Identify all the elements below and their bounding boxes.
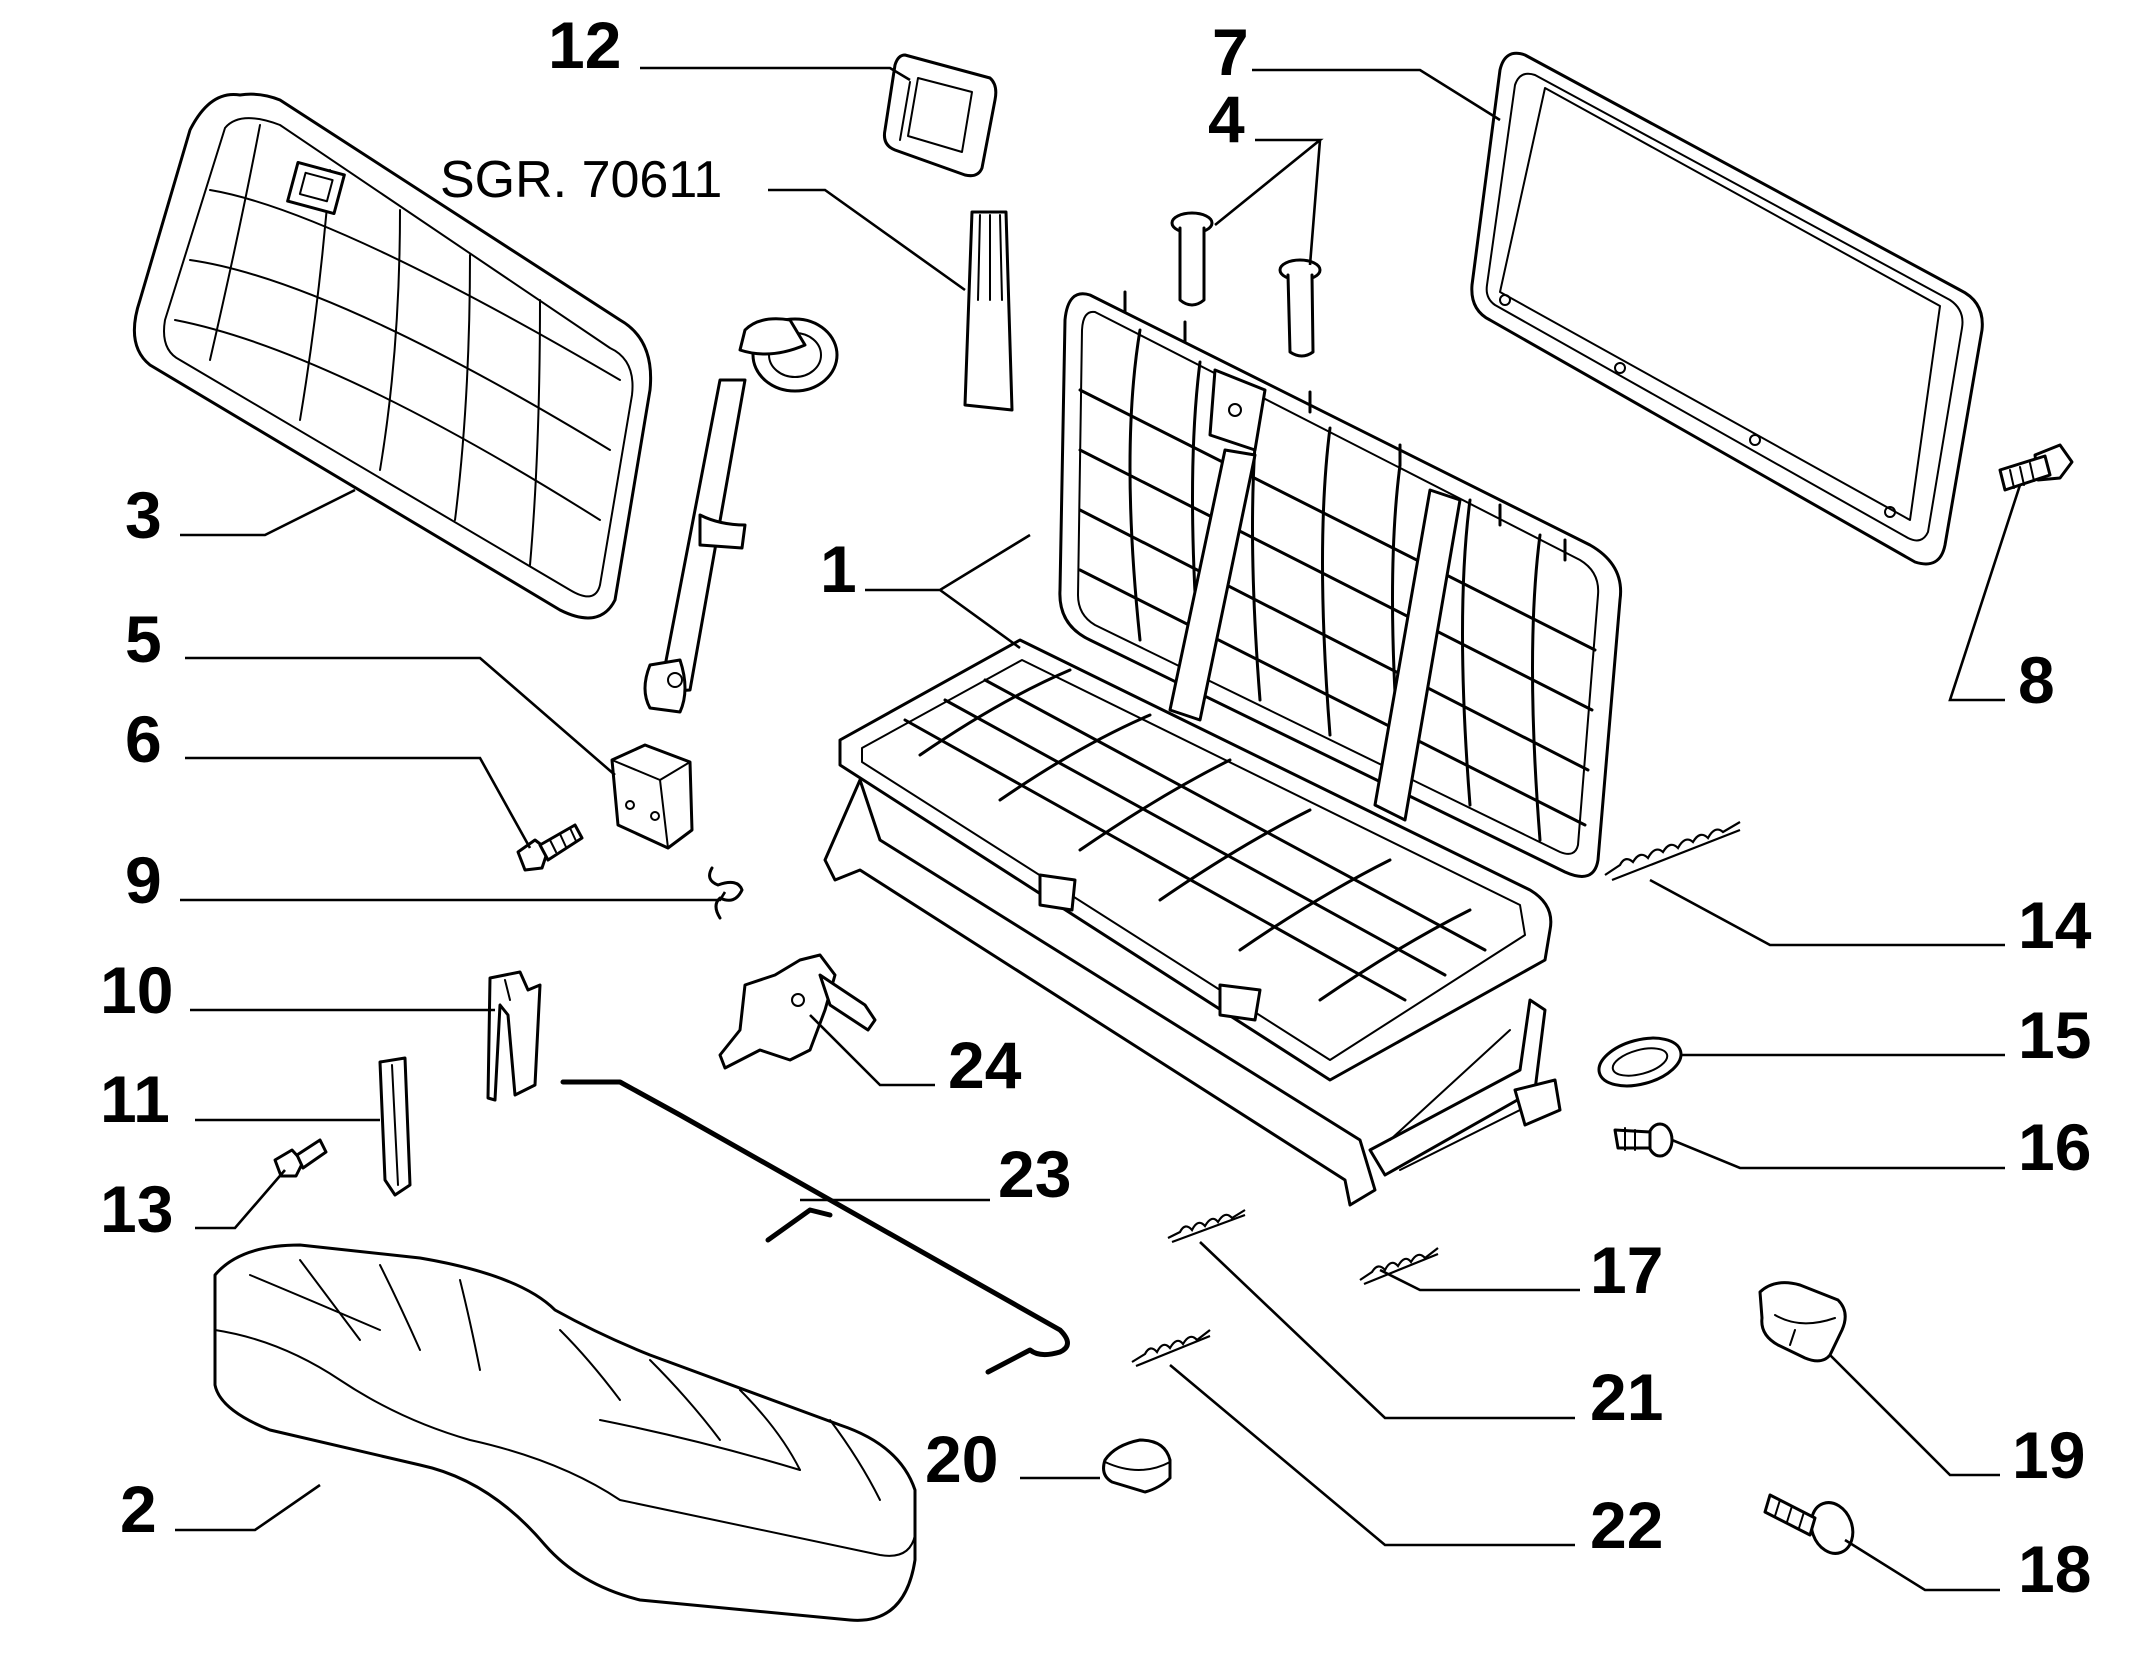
part-9-wire-clip [708,866,744,920]
callout-7: 7 [1212,15,1249,89]
part-2-seat-cushion [213,1243,917,1622]
callout-19: 19 [2012,1418,2085,1492]
callout-1: 1 [820,532,857,606]
part-12-headrest-guide [883,53,998,178]
callout-9: 9 [125,843,162,917]
callout-5: 5 [125,602,162,676]
part-23-wire [560,1079,1070,1375]
callout-12: 12 [548,8,621,82]
leader-lines [175,66,2022,1592]
part-17-spring [1359,1247,1439,1286]
callout-20: 20 [925,1422,998,1496]
callout-18: 18 [2018,1532,2091,1606]
part-10-bracket [486,970,542,1102]
part-18-screw [1763,1493,1855,1555]
callout-3: 3 [125,478,162,552]
part-24-latch [718,953,877,1070]
part-6-screw [516,823,584,872]
callout-17: 17 [1590,1233,1663,1307]
callout-2: 2 [120,1472,157,1546]
part-21-spring [1167,1209,1246,1244]
part-13-screw [273,1138,328,1178]
part-4-pins [1170,211,1322,358]
callout-4: 4 [1208,82,1245,156]
part-1-seat-frame [823,290,1623,1207]
part-7-rear-panel [1470,51,1984,566]
callout-13: 13 [100,1172,173,1246]
callout-8: 8 [2018,643,2055,717]
callout-16: 16 [2018,1110,2091,1184]
group-reference-label: SGR. 70611 [440,151,722,209]
part-19-clip [1758,1281,1847,1363]
callout-23: 23 [998,1137,1071,1211]
callout-21: 21 [1590,1360,1663,1434]
callout-14: 14 [2018,888,2092,962]
callout-6: 6 [125,702,162,776]
part-22-spring [1131,1329,1211,1368]
seat-belt-retractor [643,317,839,714]
part-8-bolt [1998,443,2074,492]
part-16-push-clip [1613,1122,1674,1158]
callout-22: 22 [1590,1488,1663,1562]
part-sgr-buckle-strap [963,210,1014,412]
callout-24: 24 [948,1028,1022,1102]
part-15-grommet [1597,1036,1683,1088]
part-3-seat-back-cushion [132,92,653,620]
part-5-cover-block [610,743,694,850]
callout-labels: 12 7 4 SGR. 70611 3 1 5 6 9 10 11 13 2 2… [100,8,2092,1606]
callout-10: 10 [100,953,173,1027]
callout-11: 11 [100,1062,170,1136]
part-20-cap [1102,1438,1172,1494]
part-11-strip [378,1056,412,1197]
part-14-spring [1604,821,1741,882]
callout-15: 15 [2018,998,2091,1072]
